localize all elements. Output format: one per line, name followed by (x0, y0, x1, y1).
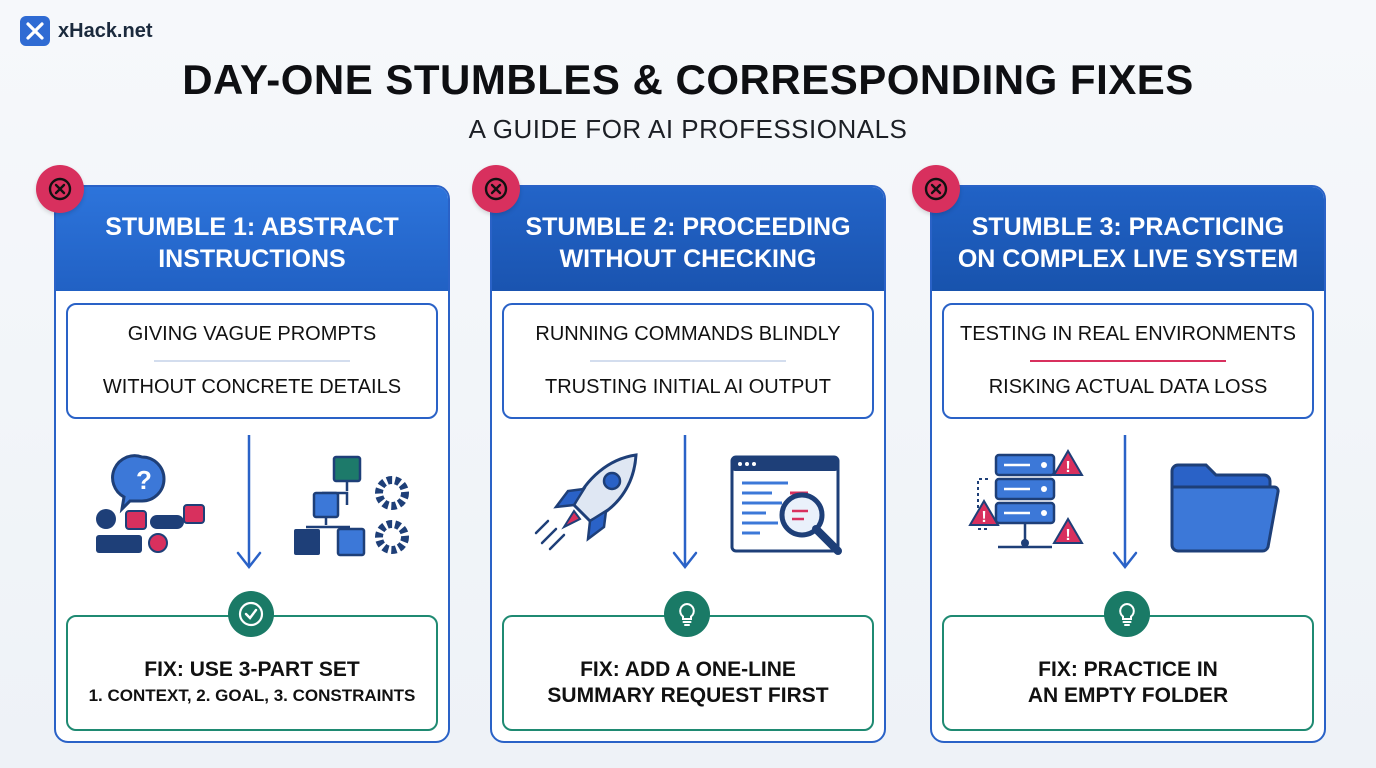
rocket-icon (534, 453, 638, 551)
code-magnifier-icon (730, 455, 842, 555)
lightbulb-icon (664, 591, 710, 637)
fix-box: FIX: ADD A ONE-LINE SUMMARY REQUEST FIRS… (502, 615, 874, 731)
card-title-line1: STUMBLE 2: PROCEEDING (525, 213, 851, 241)
problem-line2: WITHOUT CONCRETE DETAILS (102, 376, 402, 398)
error-x-icon (912, 165, 960, 213)
svg-text:!: ! (1065, 459, 1070, 476)
problem-box: TESTING IN REAL ENVIRONMENTS RISKING ACT… (942, 303, 1314, 419)
page-title: DAY-ONE STUMBLES & CORRESPONDING FIXES (182, 56, 1194, 103)
page-subtitle: A GUIDE FOR AI PROFESSIONALS (468, 114, 908, 144)
down-arrow-icon (236, 435, 262, 570)
fix-detail: 1. CONTEXT, 2. GOAL, 3. CONSTRAINTS (88, 686, 416, 705)
flowchart-gears-icon (294, 455, 409, 557)
problem-line2: RISKING ACTUAL DATA LOSS (988, 376, 1268, 398)
svg-text:!: ! (981, 509, 986, 526)
fix-title-line2: AN EMPTY FOLDER (1027, 684, 1229, 707)
divider (590, 360, 786, 362)
fix-title-line2: SUMMARY REQUEST FIRST (547, 684, 829, 707)
error-x-icon (36, 165, 84, 213)
fix-title-line1: FIX: ADD A ONE-LINE (580, 658, 796, 681)
problem-line1: RUNNING COMMANDS BLINDLY (535, 323, 841, 345)
folder-icon (1170, 463, 1280, 553)
fix-title-line1: FIX: PRACTICE IN (1038, 658, 1218, 681)
card-header: STUMBLE 2: PROCEEDING WITHOUT CHECKING (492, 187, 884, 291)
server-warning-icon: ! ! ! (968, 449, 1084, 549)
lightbulb-icon (1104, 591, 1150, 637)
card-title-line2: INSTRUCTIONS (158, 245, 346, 273)
svg-text:?: ? (136, 465, 152, 495)
svg-text:!: ! (1065, 527, 1070, 544)
down-arrow-icon (672, 435, 698, 570)
divider (1030, 360, 1226, 362)
card-header: STUMBLE 3: PRACTICING ON COMPLEX LIVE SY… (932, 187, 1324, 291)
fix-title: FIX: USE 3-PART SET (144, 658, 360, 681)
problem-box: GIVING VAGUE PROMPTS WITHOUT CONCRETE DE… (66, 303, 438, 419)
stumble-card-2: STUMBLE 2: PROCEEDING WITHOUT CHECKING R… (472, 165, 886, 743)
card-title-line1: STUMBLE 1: ABSTRACT (105, 213, 399, 241)
card-header: STUMBLE 1: ABSTRACT INSTRUCTIONS (56, 187, 448, 291)
problem-line2: TRUSTING INITIAL AI OUTPUT (545, 376, 831, 398)
error-x-icon (472, 165, 520, 213)
stumble-card-3: STUMBLE 3: PRACTICING ON COMPLEX LIVE SY… (912, 165, 1326, 743)
stumble-card-1: STUMBLE 1: ABSTRACT INSTRUCTIONS GIVING … (36, 165, 450, 743)
brand-name: xHack.net (58, 19, 153, 42)
brand: xHack.net (20, 16, 153, 46)
card-title-line2: ON COMPLEX LIVE SYSTEM (957, 245, 1299, 273)
problem-line1: GIVING VAGUE PROMPTS (127, 323, 377, 345)
down-arrow-icon (1112, 435, 1138, 570)
card-title-line2: WITHOUT CHECKING (559, 245, 817, 273)
problem-box: RUNNING COMMANDS BLINDLY TRUSTING INITIA… (502, 303, 874, 419)
divider (154, 360, 350, 362)
check-icon (228, 591, 274, 637)
problem-line1: TESTING IN REAL ENVIRONMENTS (960, 323, 1296, 345)
question-blocks-icon: ? (96, 454, 205, 553)
xhack-logo-icon (20, 16, 50, 46)
card-title-line1: STUMBLE 3: PRACTICING (971, 213, 1285, 241)
